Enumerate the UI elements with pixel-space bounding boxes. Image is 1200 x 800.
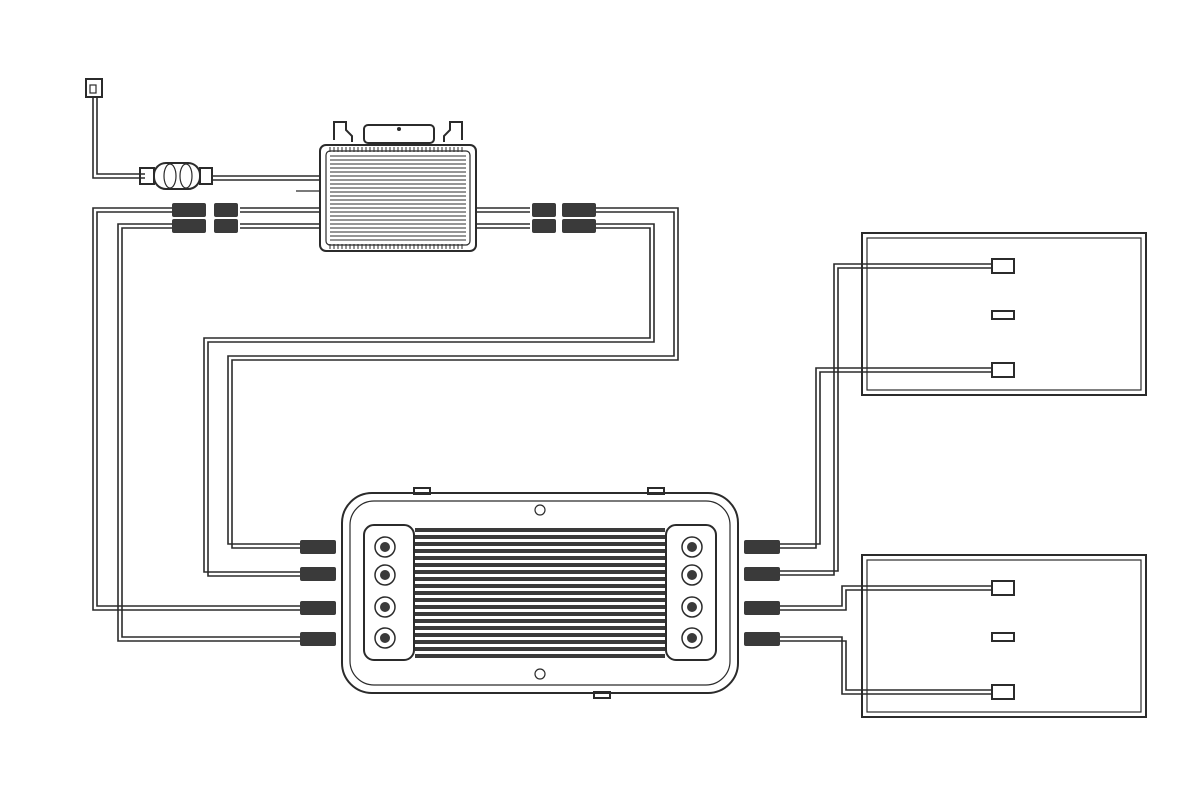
inverter-fins — [329, 147, 466, 249]
battery-fin — [415, 542, 665, 546]
port-icon — [374, 596, 396, 618]
port-core — [687, 633, 697, 643]
port-core — [380, 602, 390, 612]
battery-fin — [415, 605, 665, 609]
battery-fin — [415, 647, 665, 651]
port-icon — [681, 536, 703, 558]
wall-outlet-icon — [85, 78, 103, 98]
battery-fin — [415, 626, 665, 630]
port-icon — [374, 536, 396, 558]
battery-unit-icon — [341, 487, 739, 699]
port-icon — [681, 564, 703, 586]
battery-fin — [415, 654, 665, 658]
battery-left-connectors — [300, 540, 336, 646]
battery-fin — [415, 640, 665, 644]
battery-fin — [415, 577, 665, 581]
battery-fin — [415, 563, 665, 567]
cable-junction-icon — [139, 162, 213, 190]
port-icon — [374, 627, 396, 649]
port-core — [687, 542, 697, 552]
solar-panel-icon — [861, 232, 1147, 396]
battery-fin — [415, 556, 665, 560]
port-icon — [681, 627, 703, 649]
battery-fin — [415, 549, 665, 553]
inverter-to-battery-cables — [92, 207, 679, 642]
battery-fin — [415, 591, 665, 595]
port-core — [380, 542, 390, 552]
mc4-connector-icon — [172, 203, 596, 233]
solar-panel-icon — [861, 554, 1147, 718]
ac-cable — [92, 97, 320, 181]
battery-fin — [415, 570, 665, 574]
battery-fin — [415, 633, 665, 637]
battery-fin — [415, 619, 665, 623]
port-core — [380, 633, 390, 643]
battery-fin — [415, 528, 665, 532]
battery-fin — [415, 584, 665, 588]
port-icon — [681, 596, 703, 618]
battery-fins — [415, 528, 665, 658]
port-icon — [374, 564, 396, 586]
battery-fin — [415, 535, 665, 539]
panel-to-battery-cables — [780, 263, 992, 695]
battery-right-connectors — [744, 540, 780, 646]
port-core — [380, 570, 390, 580]
battery-ports — [374, 536, 703, 649]
port-core — [687, 570, 697, 580]
inverter-dc-cables — [172, 203, 596, 233]
battery-fin — [415, 598, 665, 602]
port-core — [687, 602, 697, 612]
microinverter-icon — [296, 121, 477, 252]
battery-fin — [415, 612, 665, 616]
